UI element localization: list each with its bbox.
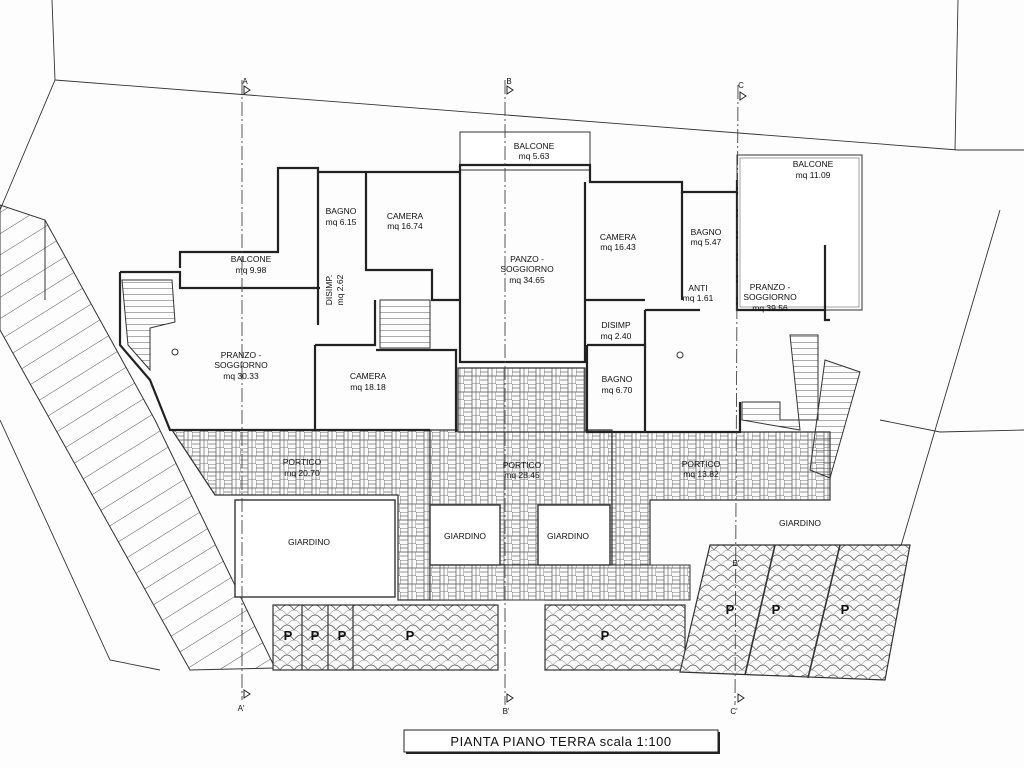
pranzo-3-name-1: PRANZO -: [750, 282, 791, 292]
camera-2-area: mq 18.18: [350, 382, 386, 392]
bagno-1-area: mq 6.15: [326, 217, 357, 227]
gardens: [234, 499, 611, 598]
parking-areas: [272, 544, 911, 681]
parking-label: P: [841, 602, 850, 617]
bagno-2-area: mq 5.47: [691, 237, 722, 247]
camera-1-name: CAMERA: [387, 211, 424, 221]
bagno-2-name: BAGNO: [691, 227, 722, 237]
disimp-1-area: mq 2.62: [335, 274, 345, 305]
parking-label: P: [772, 602, 781, 617]
giardino-4-name: GIARDINO: [779, 518, 821, 528]
section-lines: [241, 80, 747, 706]
pranzo-3-name-2: SOGGIORNO: [743, 292, 797, 302]
building-walls: [118, 163, 830, 434]
section-b-mid-label: B': [733, 559, 740, 568]
section-a-top-label: A: [242, 77, 248, 86]
pranzo-2-name-2: SOGGIORNO: [500, 264, 554, 274]
giardino-2-name: GIARDINO: [444, 531, 486, 541]
section-a-bottom-label: A': [238, 704, 245, 713]
disimp-1-label: DISIMP. mq 2.62: [324, 274, 345, 305]
section-b-top-label: B: [506, 77, 511, 86]
balcone-1-name: BALCONE: [231, 254, 272, 264]
pranzo-2-area: mq 34.65: [509, 275, 545, 285]
section-c-top-label: C: [738, 81, 744, 90]
disimp-1-name: DISIMP.: [324, 275, 334, 306]
pranzo-1-name-1: PRANZO -: [221, 350, 262, 360]
parking-label: P: [601, 628, 610, 643]
bagno-3-name: BAGNO: [602, 374, 633, 384]
portico-2-area: mq 28.45: [504, 470, 540, 480]
giardino-3-name: GIARDINO: [547, 531, 589, 541]
balcone-2-area: mq 5.63: [519, 151, 550, 161]
drawing-title: PIANTA PIANO TERRA scala 1:100: [450, 734, 671, 749]
portico-1-name: PORTICO: [283, 457, 322, 467]
disimp-2-area: mq 2.40: [601, 331, 632, 341]
parking-label: P: [726, 602, 735, 617]
parking-label: P: [406, 628, 415, 643]
portico-3-area: mq 13.82: [683, 469, 719, 479]
camera-1-area: mq 16.74: [387, 221, 423, 231]
camera-3-name: CAMERA: [600, 232, 637, 242]
bagno-3-area: mq 6.70: [602, 385, 633, 395]
bagno-1-name: BAGNO: [326, 206, 357, 216]
section-b-bottom-label: B': [503, 707, 510, 716]
title-block: PIANTA PIANO TERRA scala 1:100: [403, 729, 720, 754]
balcone-3-name: BALCONE: [793, 159, 834, 169]
balconies: [459, 131, 863, 311]
pranzo-1-area: mq 30.33: [223, 371, 259, 381]
parking-label: P: [311, 628, 320, 643]
camera-2-name: CAMERA: [350, 371, 387, 381]
balcone-2-name: BALCONE: [514, 141, 555, 151]
anti-name: ANTI: [688, 283, 707, 293]
pranzo-1-name-2: SOGGIORNO: [214, 360, 268, 370]
stairs: [121, 279, 861, 479]
portico-3-name: PORTICO: [682, 459, 721, 469]
parking-label: P: [338, 628, 347, 643]
disimp-2-name: DISIMP: [601, 320, 631, 330]
anti-area: mq 1.61: [683, 293, 714, 303]
balcone-1-area: mq 9.98: [236, 265, 267, 275]
section-c-bottom-label: C': [730, 707, 738, 716]
parking-label: P: [284, 628, 293, 643]
pranzo-2-name-1: PANZO -: [510, 254, 544, 264]
portico-2-name: PORTICO: [503, 460, 542, 470]
pranzo-3-area: mq 39.56: [752, 303, 788, 313]
portico-1-area: mq 20.70: [284, 468, 320, 478]
giardino-1-name: GIARDINO: [288, 537, 330, 547]
camera-3-area: mq 16.43: [600, 242, 636, 252]
balcone-3-area: mq 11.09: [796, 170, 831, 180]
